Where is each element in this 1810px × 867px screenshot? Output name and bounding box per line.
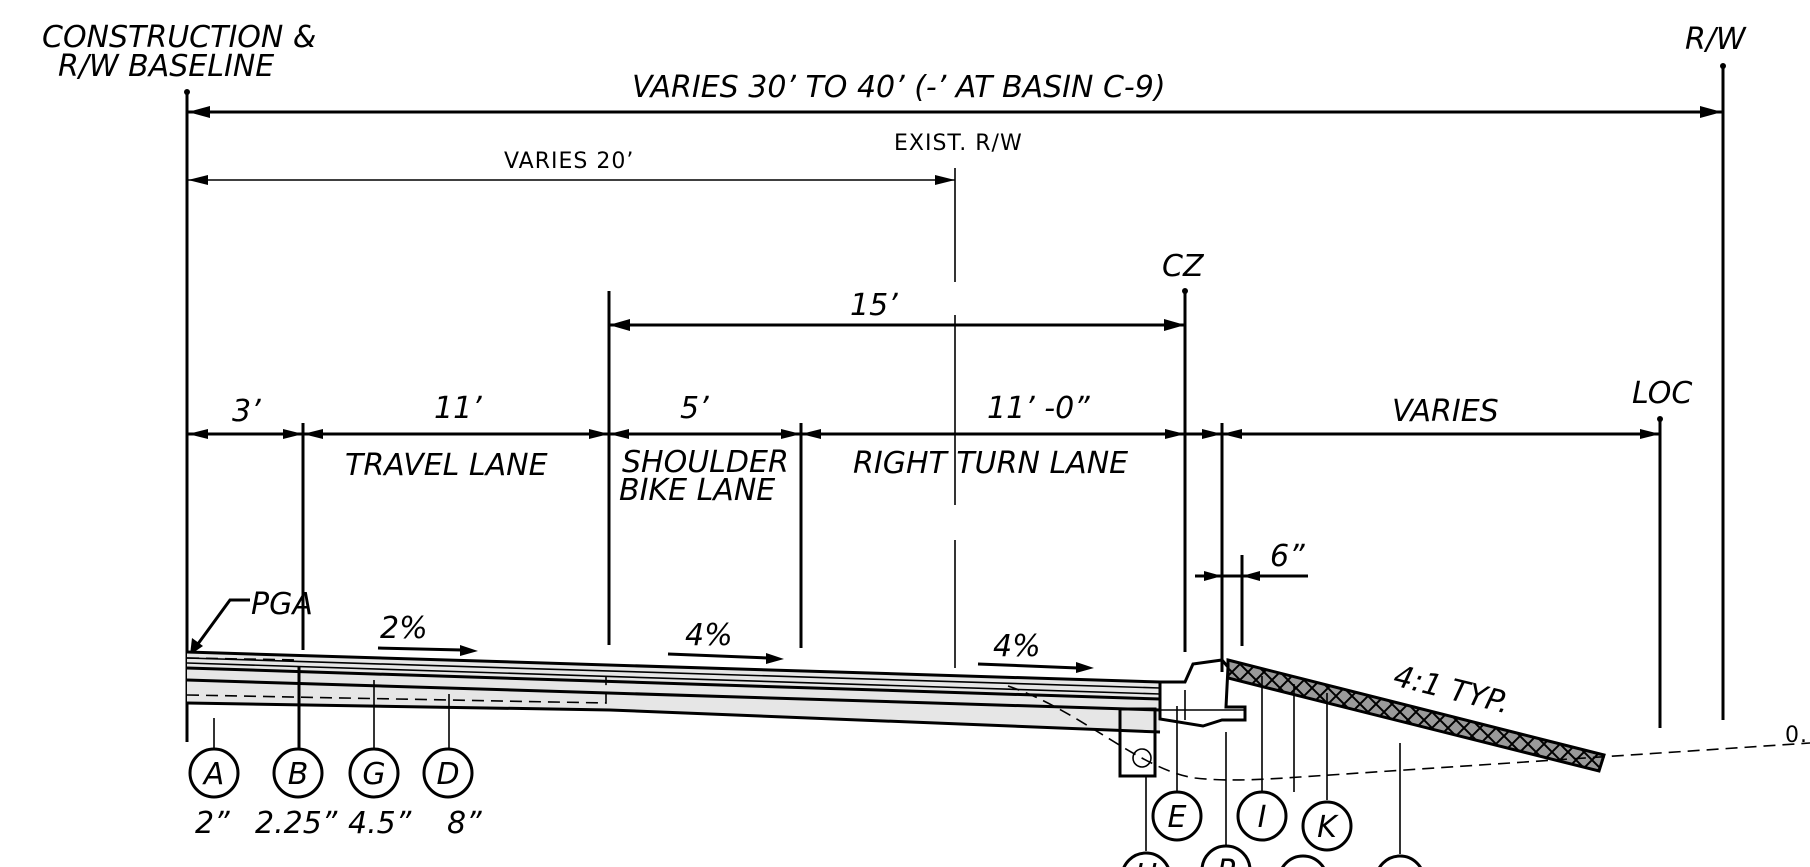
arrowhead <box>1165 429 1185 439</box>
thickness-label-b: 2.25” <box>255 806 338 841</box>
callout-letter: H <box>1135 858 1158 867</box>
callout-bubble <box>1301 800 1353 852</box>
cz-label: CZ <box>1162 249 1205 284</box>
slope-arrow <box>977 662 1079 670</box>
arrowhead <box>283 429 303 439</box>
overall-width-label: VARIES 30’ TO 40’ (-’ AT BASIN C-9) <box>632 70 1166 105</box>
slope-arrow <box>377 646 463 652</box>
pavement-layer-line <box>186 666 1161 701</box>
callout-bubble <box>1281 854 1325 867</box>
loc-dot <box>1657 416 1663 422</box>
callout-bubble <box>1151 790 1203 842</box>
pavement-layer-line <box>186 662 1161 695</box>
pga-leader <box>193 598 250 649</box>
shoulder-label: SHOULDER <box>622 445 789 480</box>
baseline-dot <box>184 89 190 95</box>
arrowhead <box>1222 429 1242 439</box>
pavement-layer-line <box>186 657 1161 689</box>
arrowhead <box>935 175 955 185</box>
baseline-label-line1: CONSTRUCTION & <box>42 20 316 55</box>
slope-arrow <box>667 652 769 660</box>
arrowhead <box>766 653 784 664</box>
arrowhead <box>1700 106 1722 118</box>
curb-and-gutter <box>1158 658 1247 728</box>
arrowhead <box>781 429 801 439</box>
pga-label: PGA <box>251 587 313 622</box>
arrowhead <box>589 429 609 439</box>
cz-dot <box>1182 288 1188 294</box>
arrowhead <box>188 429 208 439</box>
callout-bubble <box>1236 790 1288 842</box>
callout-letter: P <box>1217 854 1236 867</box>
side-slope-sod <box>1226 658 1606 773</box>
pavement-layer-line <box>186 678 1161 712</box>
callout-letter: G <box>362 757 385 792</box>
edge-label: 0. <box>1785 723 1808 748</box>
dim-11-label: 11’ <box>434 391 482 426</box>
dim-3-label: 3’ <box>232 394 261 429</box>
pavement-bottom <box>186 701 1161 734</box>
arrowhead <box>303 429 323 439</box>
thickness-label-g: 4.5” <box>348 806 412 841</box>
varies-20-label: VARIES 20’ <box>504 149 634 174</box>
varies-label: VARIES <box>1392 394 1499 429</box>
exist-rw-label: EXIST. R/W <box>894 131 1023 156</box>
callout-letter: E <box>1168 800 1187 835</box>
existing-pavement-line <box>186 676 607 704</box>
slope-label: 2% <box>380 611 428 646</box>
arrowhead <box>1202 429 1222 439</box>
arrowhead <box>1164 319 1185 331</box>
baseline-label-line2: R/W BASELINE <box>58 49 274 84</box>
right-turn-lane-label: RIGHT TURN LANE <box>853 446 1128 481</box>
callout-letter: A <box>202 757 225 792</box>
edge-drain <box>1118 707 1157 778</box>
loc-label: LOC <box>1632 376 1692 411</box>
bike-lane-label: BIKE LANE <box>619 473 775 508</box>
travel-lane-label: TRAVEL LANE <box>345 448 548 483</box>
arrowhead <box>188 175 208 185</box>
callout-bubble <box>272 747 324 799</box>
slope-label: 4% <box>993 629 1041 664</box>
arrowhead <box>1242 571 1260 581</box>
arrowhead <box>1076 662 1094 673</box>
slope-label: 4% <box>685 618 733 653</box>
callout-letter: D <box>436 757 459 792</box>
arrowhead <box>1640 429 1660 439</box>
arrowhead <box>801 429 821 439</box>
dim-15-label: 15’ <box>850 288 898 323</box>
thickness-label-d: 8” <box>447 806 482 841</box>
arrowhead <box>609 319 630 331</box>
dim-6-label: 6” <box>1270 539 1305 574</box>
arrowhead <box>460 645 478 656</box>
callout-bubble <box>1200 844 1252 867</box>
callout-bubble <box>348 747 400 799</box>
callout-bubble <box>188 747 240 799</box>
callout-letter: K <box>1317 810 1339 845</box>
existing-ground-line <box>1007 685 1810 781</box>
callout-letter: B <box>288 757 309 792</box>
rw-label: R/W <box>1685 22 1747 57</box>
arrowhead <box>188 106 210 118</box>
arrowhead <box>1204 571 1222 581</box>
callout-bubble <box>1378 854 1422 867</box>
drain-pipe <box>1132 748 1152 768</box>
callout-letter: I <box>1258 800 1267 835</box>
thickness-label-a: 2” <box>195 806 230 841</box>
pavement-section <box>187 652 1160 732</box>
callout-bubble <box>422 747 474 799</box>
callout-bubble <box>1122 851 1170 867</box>
pavement-surface <box>186 650 1161 684</box>
dim-5-label: 5’ <box>680 391 709 426</box>
dim-11-0-label: 11’ -0” <box>987 391 1090 426</box>
arrowhead <box>609 429 629 439</box>
rw-dot <box>1720 63 1726 69</box>
